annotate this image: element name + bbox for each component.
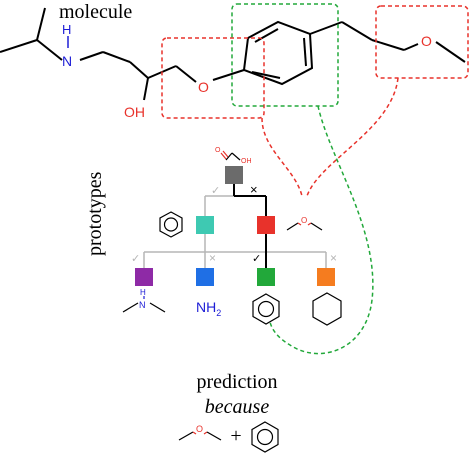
orange-node (317, 268, 335, 286)
green-node (257, 268, 275, 286)
methoxy-highlight-box (375, 5, 469, 79)
plus-sign: + (230, 425, 241, 447)
purple-node (135, 268, 153, 286)
hydroxyl-label: OH (124, 104, 145, 120)
tree-edges-selected (233, 184, 267, 268)
molecule-label: molecule (59, 1, 132, 23)
purple-amine-prototype (122, 296, 166, 313)
ether-oxygen-label: O (198, 79, 209, 95)
red-methoxy-prototype (286, 222, 323, 231)
amine-h-label: H (62, 22, 71, 37)
ether-connector (261, 117, 303, 197)
methoxy-oxygen-label: O (421, 33, 432, 49)
purple-prototype-h-label: H (140, 288, 146, 297)
tree-edges-gray (143, 184, 327, 268)
red-prototype-o-label: O (301, 216, 307, 225)
prediction-benzene-fragment (251, 421, 279, 453)
teal-check-marker: ✓ (211, 185, 220, 197)
blue-cross-marker: × (209, 251, 216, 265)
teal-node (196, 216, 214, 234)
blue-prototype-nh2-label: NH2 (196, 299, 221, 318)
root-oh-label: OH (241, 158, 252, 165)
benzene-highlight-box (231, 3, 339, 107)
purple-check-marker: ✓ (131, 253, 140, 265)
because-label: because (205, 396, 270, 418)
prediction-label: prediction (196, 371, 277, 393)
orange-cross-marker: × (330, 251, 337, 265)
amine-n-label: N (62, 53, 72, 69)
red-cross-marker: × (250, 182, 258, 197)
purple-prototype-n-label: N (139, 300, 146, 310)
green-check-marker: ✓ (252, 253, 261, 265)
prototypes-label: prototypes (84, 171, 106, 256)
root-o-label: O (215, 147, 221, 154)
teal-benzene-prototype (159, 211, 183, 238)
blue-node (196, 268, 214, 286)
root-node (225, 166, 243, 184)
methoxy-connector (306, 77, 399, 197)
benzene-connector (269, 105, 374, 355)
orange-cyclohexane-prototype (312, 292, 342, 326)
green-benzene-prototype (252, 293, 280, 325)
red-node (257, 216, 275, 234)
prediction-o-label: O (196, 424, 203, 434)
prediction-methoxy-fragment (178, 431, 222, 441)
root-prototype-molecule (220, 150, 241, 161)
ether-highlight-box (161, 37, 265, 119)
